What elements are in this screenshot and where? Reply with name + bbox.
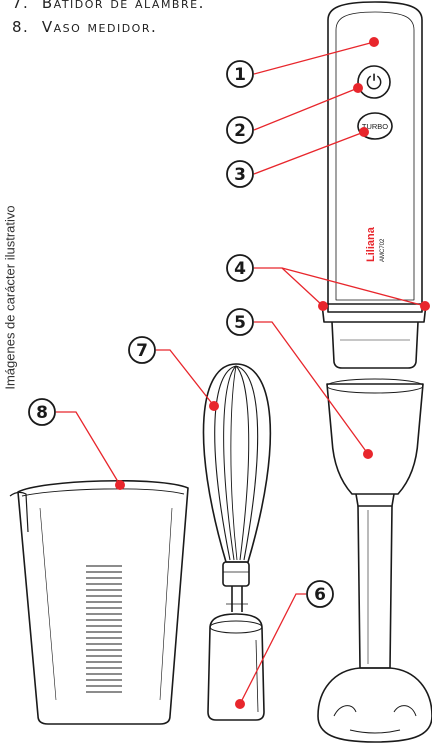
leader-line-1	[254, 42, 374, 74]
leader-line-6	[240, 594, 306, 704]
callout-3-number: 3	[234, 165, 246, 185]
callout-8-number: 8	[36, 403, 48, 423]
marker-dot-3	[359, 127, 369, 137]
callout-2-number: 2	[234, 121, 246, 141]
power-icon: ⏻	[366, 70, 382, 94]
marker-dot-7	[209, 401, 219, 411]
motor-body	[322, 2, 426, 368]
whisk	[203, 364, 270, 720]
callout-6: 6	[307, 581, 333, 607]
callout-4: 4	[227, 255, 253, 281]
leader-line-4a	[254, 268, 323, 306]
marker-dot-2	[353, 83, 363, 93]
brand-logo: Liliana	[365, 226, 377, 262]
leader-line-2	[254, 88, 358, 130]
callout-8: 8	[29, 399, 55, 425]
callout-6-number: 6	[314, 585, 326, 605]
marker-dot-4a	[318, 301, 328, 311]
marker-dot-5	[363, 449, 373, 459]
callout-1-number: 1	[234, 65, 246, 85]
callout-2: 2	[227, 117, 253, 143]
marker-dot-6	[235, 699, 245, 709]
marker-dot-8	[115, 480, 125, 490]
callout-5-number: 5	[234, 313, 246, 333]
leader-line-7	[156, 350, 214, 406]
callout-3: 3	[227, 161, 253, 187]
callout-5: 5	[227, 309, 253, 335]
cup-graduations	[86, 566, 122, 692]
marker-dot-4b	[420, 301, 430, 311]
marker-dot-1	[369, 37, 379, 47]
callout-1: 1	[227, 61, 253, 87]
callout-7-number: 7	[136, 341, 148, 361]
callout-4-number: 4	[234, 259, 246, 279]
blending-shaft	[318, 379, 432, 742]
leader-line-3	[254, 132, 364, 174]
callout-7: 7	[129, 337, 155, 363]
model-label: AMC702	[380, 238, 386, 262]
leader-line-8	[56, 412, 120, 485]
